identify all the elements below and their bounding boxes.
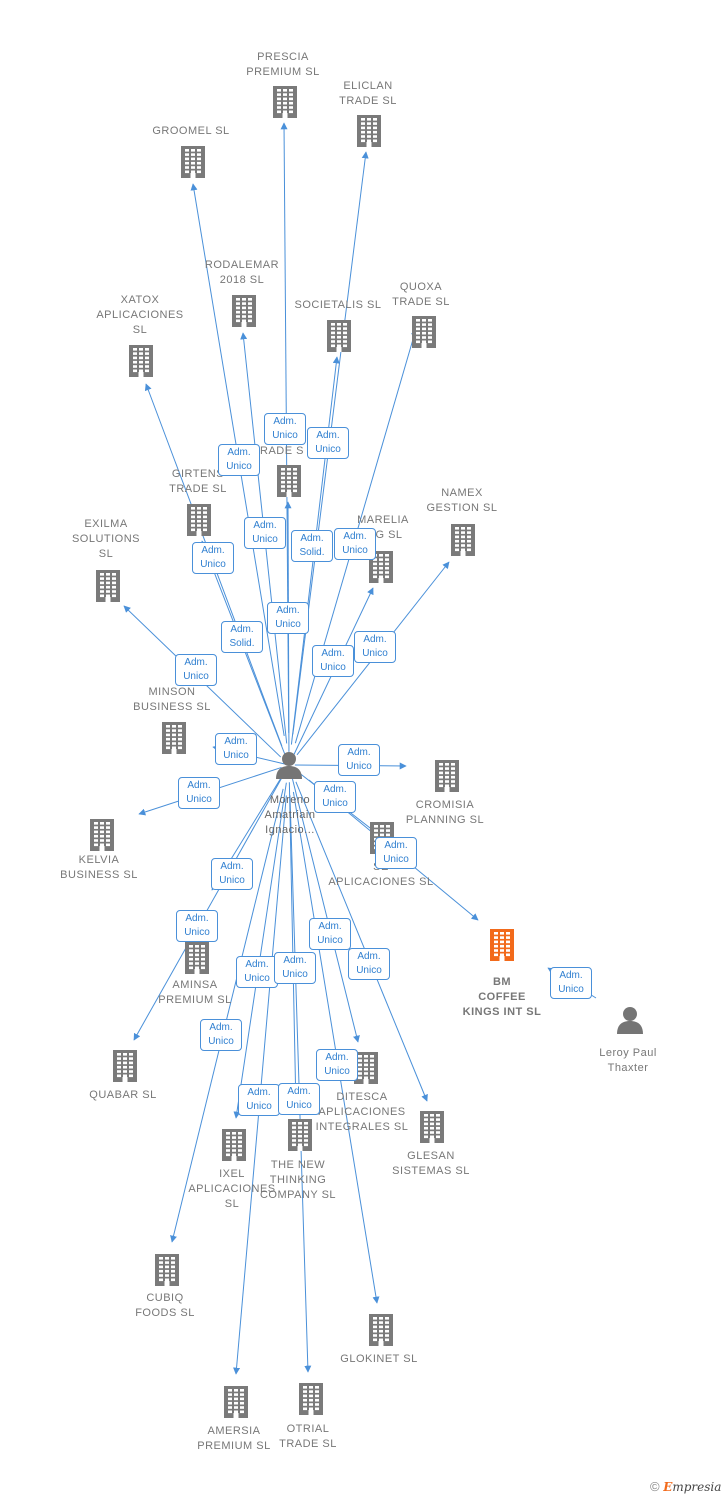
brand-name: Empresia bbox=[663, 1480, 722, 1494]
building-icon bbox=[223, 1385, 249, 1424]
building-icon bbox=[184, 941, 210, 980]
role-badge-ixel[interactable]: Adm. Unico bbox=[236, 956, 278, 988]
role-badge-rodalemar[interactable]: Adm. Unico bbox=[244, 517, 286, 549]
building-icon bbox=[419, 1110, 445, 1149]
node-label: DITESCA APLICACIONES INTEGRALES SL bbox=[315, 1091, 409, 1133]
role-badge-quabar[interactable]: Adm. Unico bbox=[176, 910, 218, 942]
building-icon bbox=[161, 721, 187, 760]
building-icon bbox=[95, 569, 121, 608]
node-label: GIRTENS TRADE SL bbox=[169, 468, 227, 495]
node-label: AMINSA PREMIUM SL bbox=[158, 979, 232, 1006]
role-badge-namex[interactable]: Adm. Unico bbox=[354, 631, 396, 663]
role-badge-glesan[interactable]: Adm. Unico bbox=[348, 948, 390, 980]
building-icon bbox=[353, 1051, 379, 1090]
role-badge-cubiq[interactable]: Adm. Unico bbox=[200, 1019, 242, 1051]
role-badge-quoxa[interactable]: Adm. Unico bbox=[334, 528, 376, 560]
edge-ditesca bbox=[291, 778, 360, 1043]
edge-quabar bbox=[133, 778, 282, 1041]
building-icon bbox=[356, 114, 382, 153]
role-badge-prescia[interactable]: Adm. Unico bbox=[264, 413, 306, 445]
role-badge-ditesca[interactable]: Adm. Unico bbox=[309, 918, 351, 950]
node-label: MINSON BUSINESS SL bbox=[133, 686, 211, 713]
node-label: BM COFFEE KINGS INT SL bbox=[462, 976, 542, 1018]
person-icon bbox=[615, 1005, 645, 1040]
empresia-logo[interactable]: © Empresia bbox=[650, 1479, 721, 1494]
role-badge-groomel[interactable]: Adm. Unico bbox=[218, 444, 260, 476]
edge-newthinking bbox=[288, 782, 300, 1111]
role-badge-xatox[interactable]: Adm. Solid. bbox=[221, 621, 263, 653]
building-icon bbox=[89, 818, 115, 857]
edge-cubiq bbox=[170, 788, 284, 1243]
node-label: KELVIA BUSINESS SL bbox=[60, 854, 138, 881]
role-badge-otrial[interactable]: Adm. Unico bbox=[278, 1083, 320, 1115]
building-icon bbox=[186, 503, 212, 542]
building-icon bbox=[287, 1118, 313, 1157]
node-label: XATOX APLICACIONES SL bbox=[96, 294, 184, 336]
node-label: NAMEX GESTION SL bbox=[426, 487, 498, 514]
role-badge-amersia[interactable]: Adm. Unico bbox=[238, 1084, 280, 1116]
building-icon bbox=[368, 1313, 394, 1352]
node-label: GLOKINET SL bbox=[340, 1353, 418, 1365]
building-icon bbox=[154, 1253, 180, 1292]
role-badge-leroy[interactable]: Adm. Unico bbox=[550, 967, 592, 999]
role-badge-cromisia[interactable]: Adm. Unico bbox=[338, 744, 380, 776]
node-label: CROMISIA PLANNING SL bbox=[405, 799, 485, 826]
role-badge-btrade[interactable]: Adm. Unico bbox=[267, 602, 309, 634]
node-label: EXILMA SOLUTIONS SL bbox=[71, 518, 141, 560]
copyright-symbol: © bbox=[650, 1479, 660, 1494]
role-badge-marelia[interactable]: Adm. Unico bbox=[312, 645, 354, 677]
node-label: SOCIETALIS SL bbox=[294, 299, 382, 311]
building-icon bbox=[450, 523, 476, 562]
role-badge-minson[interactable]: Adm. Unico bbox=[215, 733, 257, 765]
building-icon bbox=[272, 85, 298, 124]
node-label: QUOXA TRADE SL bbox=[392, 281, 450, 308]
role-badge-kelvia[interactable]: Adm. Unico bbox=[178, 777, 220, 809]
building-icon bbox=[276, 464, 302, 503]
edge-glokinet bbox=[292, 791, 380, 1304]
role-badge-sel[interactable]: Adm. Unico bbox=[314, 781, 356, 813]
building-icon bbox=[326, 319, 352, 358]
node-label: QUABAR SL bbox=[89, 1089, 157, 1101]
building-icon bbox=[434, 759, 460, 798]
role-badge-societalis[interactable]: Adm. Solid. bbox=[291, 530, 333, 562]
node-label: AMERSIA PREMIUM SL bbox=[197, 1425, 271, 1452]
building-icon bbox=[488, 928, 516, 967]
building-icon bbox=[180, 145, 206, 184]
node-label: ELICLAN TRADE SL bbox=[339, 80, 397, 107]
building-icon bbox=[411, 315, 437, 354]
role-badge-exilma[interactable]: Adm. Unico bbox=[175, 654, 217, 686]
node-label: CUBIQ FOODS SL bbox=[135, 1292, 195, 1319]
role-badge-girtens[interactable]: Adm. Unico bbox=[192, 542, 234, 574]
node-label: IXEL APLICACIONES SL bbox=[188, 1168, 276, 1210]
role-badge-glokinet[interactable]: Adm. Unico bbox=[316, 1049, 358, 1081]
role-badge-eliclan[interactable]: Adm. Unico bbox=[307, 427, 349, 459]
role-badge-newthinking[interactable]: Adm. Unico bbox=[274, 952, 316, 984]
node-label: Leroy Paul Thaxter bbox=[599, 1047, 657, 1074]
edge-glesan bbox=[295, 781, 428, 1102]
building-icon bbox=[112, 1049, 138, 1088]
role-badge-bm-coffee[interactable]: Adm. Unico bbox=[375, 837, 417, 869]
person-icon bbox=[274, 750, 304, 785]
node-label: OTRIAL TRADE SL bbox=[279, 1423, 337, 1450]
building-icon bbox=[231, 294, 257, 333]
node-label: GROOMEL SL bbox=[152, 125, 230, 137]
edge-ixel bbox=[233, 782, 287, 1119]
building-icon bbox=[221, 1128, 247, 1167]
node-label: GLESAN SISTEMAS SL bbox=[392, 1150, 470, 1177]
node-label: Moreno Amatriain Ignacio... bbox=[264, 794, 316, 836]
node-label: RODALEMAR 2018 SL bbox=[204, 259, 280, 286]
building-icon bbox=[128, 344, 154, 383]
role-badge-aminsa[interactable]: Adm. Unico bbox=[211, 858, 253, 890]
node-label: THE NEW THINKING COMPANY SL bbox=[259, 1159, 337, 1201]
building-icon bbox=[298, 1382, 324, 1421]
node-label: PRESCIA PREMIUM SL bbox=[246, 51, 320, 78]
